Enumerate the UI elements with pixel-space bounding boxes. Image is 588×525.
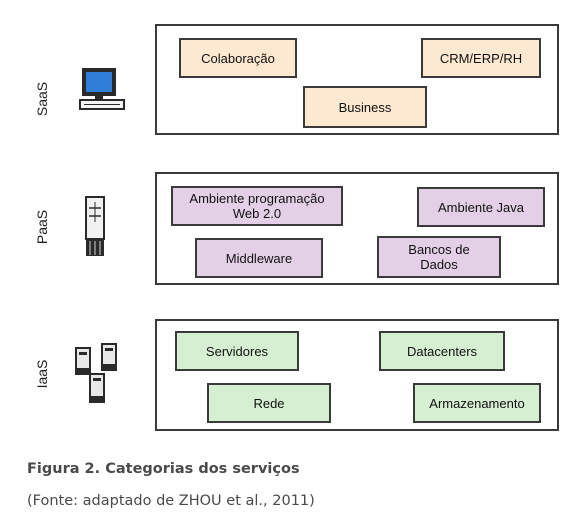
figure-source: (Fonte: adaptado de ZHOU et al., 2011) bbox=[27, 493, 315, 509]
servidores-box: Servidores bbox=[175, 331, 299, 371]
business-box: Business bbox=[303, 86, 427, 128]
paas-label: PaaS bbox=[34, 209, 50, 245]
iaas-label: IaaS bbox=[34, 359, 50, 389]
cloud-service-categories-diagram: SaaS Colaboração CRM/ERP/RH Business Paa… bbox=[34, 24, 559, 431]
ambiente-programacao-box: Ambiente programação Web 2.0 bbox=[171, 186, 343, 226]
middleware-box: Middleware bbox=[195, 238, 323, 278]
server-cluster-icon bbox=[74, 342, 124, 415]
armazenamento-box: Armazenamento bbox=[413, 383, 541, 423]
colaboracao-box: Colaboração bbox=[179, 38, 297, 78]
datacenters-box: Datacenters bbox=[379, 331, 505, 371]
saas-layer: Colaboração CRM/ERP/RH Business bbox=[155, 24, 559, 135]
bancos-de-dados-box: Bancos de Dados bbox=[377, 236, 501, 278]
saas-label: SaaS bbox=[34, 81, 50, 117]
paas-layer: Ambiente programação Web 2.0 Ambiente Ja… bbox=[155, 172, 559, 285]
rede-box: Rede bbox=[207, 383, 331, 423]
desktop-computer-icon bbox=[76, 66, 126, 117]
ambiente-java-box: Ambiente Java bbox=[417, 187, 545, 227]
server-tower-icon bbox=[84, 196, 108, 263]
figure-caption: Figura 2. Categorias dos serviços bbox=[27, 461, 300, 477]
crm-erp-rh-box: CRM/ERP/RH bbox=[421, 38, 541, 78]
iaas-layer: Servidores Datacenters Rede Armazenament… bbox=[155, 319, 559, 431]
